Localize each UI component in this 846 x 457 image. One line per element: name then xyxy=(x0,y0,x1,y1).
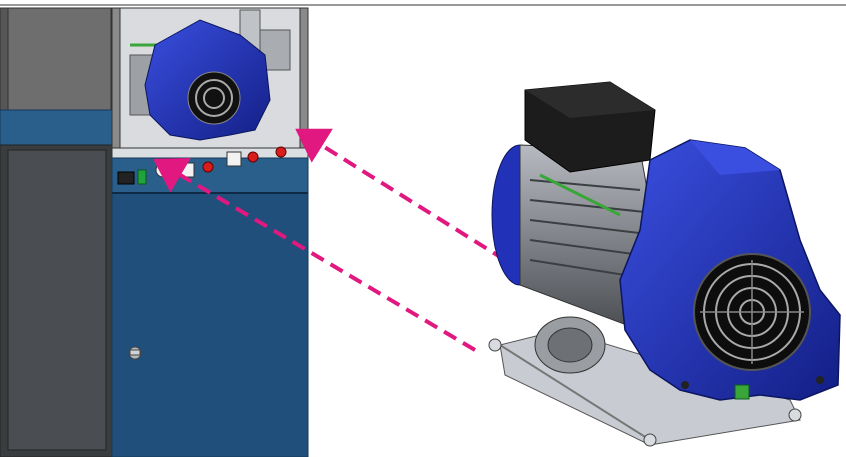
cabinet-band xyxy=(0,109,113,146)
arrow-lower xyxy=(153,158,477,352)
insertion-arrows xyxy=(153,128,507,352)
indicator-red-1 xyxy=(202,161,214,173)
fan-guard-icon xyxy=(693,253,811,371)
door-handle-icon xyxy=(128,346,142,360)
cabinet-upper-section xyxy=(7,7,112,111)
cabinet xyxy=(0,7,309,457)
power-indicator-green xyxy=(137,169,147,185)
indicator-red-2 xyxy=(247,151,259,163)
cabinet-lower-door xyxy=(111,192,309,457)
cabinet-compressor xyxy=(144,19,271,141)
indicator-red-3 xyxy=(275,146,287,158)
arrow-upper xyxy=(295,128,507,262)
compressor-unit xyxy=(488,81,841,447)
